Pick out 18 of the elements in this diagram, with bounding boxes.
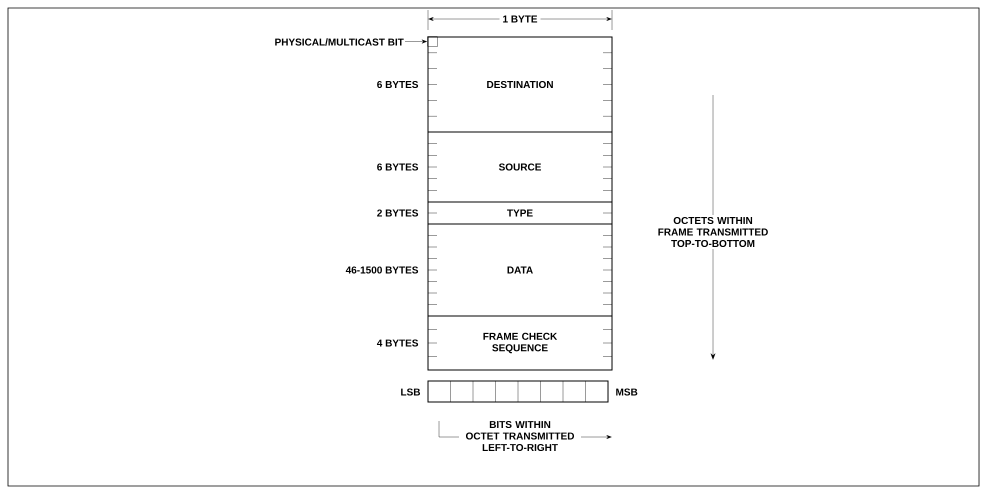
bit-order-label: LSB: [401, 388, 420, 396]
field-box: DESTINATION: [428, 36, 612, 132]
bit-square: [427, 36, 438, 47]
field-box: FRAME CHECK SEQUENCE: [428, 316, 612, 370]
byte-count: 46-1500 BYTES: [346, 266, 418, 274]
field-box: SOURCE: [428, 132, 612, 202]
direction-label: BITS WITHIN OCTET TRANSMITTED LEFT-TO-RIGHT: [459, 420, 581, 452]
bit-label: PHYSICAL/MULTICAST BIT: [275, 38, 404, 46]
byte-count: 6 BYTES: [377, 80, 418, 88]
bit-order-label: MSB: [616, 388, 638, 396]
dimension-label: 1 BYTE: [500, 12, 541, 26]
direction-label: OCTETS WITHIN FRAME TRANSMITTED TOP-TO-BOTTOM: [646, 214, 780, 250]
byte-count: 4 BYTES: [376, 339, 418, 347]
byte-count: 6 BYTES: [377, 163, 418, 171]
byte-count: 2 BYTES: [377, 209, 418, 217]
arrow: [404, 40, 427, 44]
field-box: TYPE: [428, 202, 612, 224]
field-box: DATA: [428, 224, 612, 316]
